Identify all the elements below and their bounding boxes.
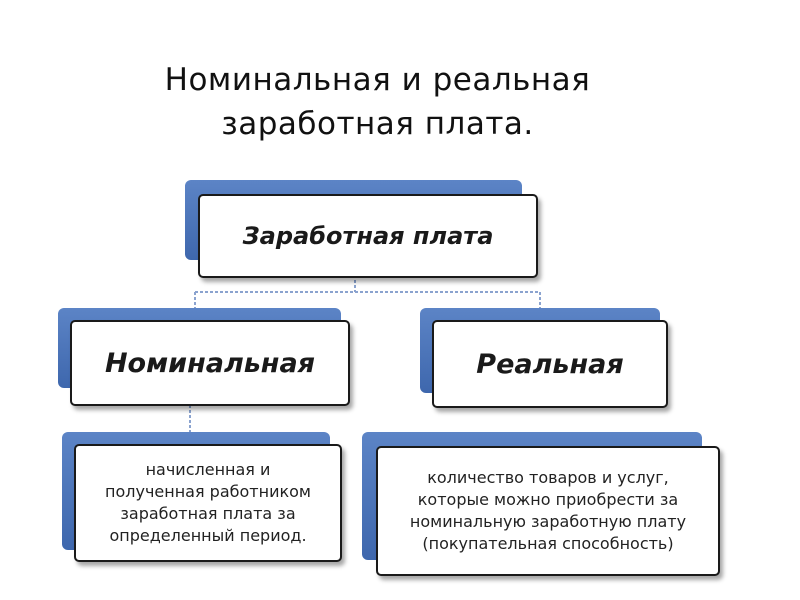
real-description-box: количество товаров и услуг, которые можн… (376, 446, 720, 576)
nominal-desc-line-1: начисленная и (145, 460, 271, 479)
real-desc-line-4: (покупательная способность) (422, 534, 674, 553)
nominal-desc-line-2: полученная работником (105, 482, 311, 501)
root-box: Заработная плата (198, 194, 538, 278)
root-label: Заработная плата (242, 222, 494, 250)
title-line-2: заработная плата. (221, 106, 534, 142)
nominal-description: начисленная и полученная работником зара… (105, 459, 311, 547)
nominal-label: Номинальная (104, 347, 316, 379)
real-box: Реальная (432, 320, 668, 408)
slide-title: Номинальная и реальная заработная плата. (0, 58, 755, 146)
title-line-1: Номинальная и реальная (164, 62, 591, 98)
real-desc-line-1: количество товаров и услуг, (427, 468, 669, 487)
nominal-description-box: начисленная и полученная работником зара… (74, 444, 342, 562)
nominal-desc-line-3: заработная плата за (120, 504, 296, 523)
real-desc-line-2: которые можно приобрести за (417, 490, 679, 509)
real-label: Реальная (476, 348, 624, 380)
real-description: количество товаров и услуг, которые можн… (410, 467, 686, 555)
real-desc-line-3: номинальную заработную плату (409, 512, 687, 531)
nominal-desc-line-4: определенный период. (109, 526, 307, 545)
nominal-box: Номинальная (70, 320, 350, 406)
